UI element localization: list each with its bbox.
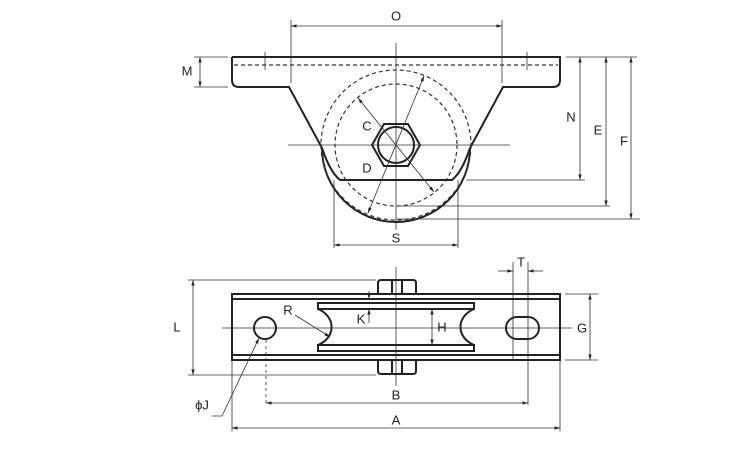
plan-view: L G H K R T B A ϕJ	[173, 254, 598, 431]
frame	[231, 293, 561, 361]
label-e: E	[594, 122, 603, 137]
label-r: R	[283, 302, 292, 317]
dimension-j	[212, 337, 260, 417]
dimension-d	[367, 75, 425, 214]
label-f: F	[620, 133, 628, 148]
label-o: O	[391, 8, 401, 23]
label-l: L	[173, 319, 180, 334]
nut-top	[377, 279, 417, 294]
groove-left	[317, 308, 333, 346]
label-j: ϕJ	[195, 397, 209, 412]
nut-bottom	[377, 360, 417, 375]
label-g: G	[577, 320, 587, 335]
dimension-r	[294, 314, 331, 338]
groove-right	[459, 308, 475, 346]
label-m: M	[182, 63, 193, 78]
label-t: T	[517, 254, 525, 269]
label-d: D	[362, 160, 371, 175]
label-k: K	[357, 311, 366, 326]
wheel-flange-bottom	[317, 344, 475, 352]
wheel-dashed-outer	[320, 69, 472, 221]
front-view: C D O M N E F S	[182, 8, 640, 248]
label-a: A	[392, 412, 401, 427]
wheel-dashed-inner	[334, 83, 458, 207]
label-b: B	[392, 387, 401, 402]
label-n: N	[566, 109, 575, 124]
mounting-plate	[231, 56, 561, 149]
mounting-hole	[253, 316, 277, 340]
label-c: C	[362, 118, 371, 133]
label-s: S	[392, 230, 401, 245]
wheel-flange-top	[317, 302, 475, 310]
label-h: H	[437, 319, 446, 334]
mounting-slot	[505, 316, 540, 340]
